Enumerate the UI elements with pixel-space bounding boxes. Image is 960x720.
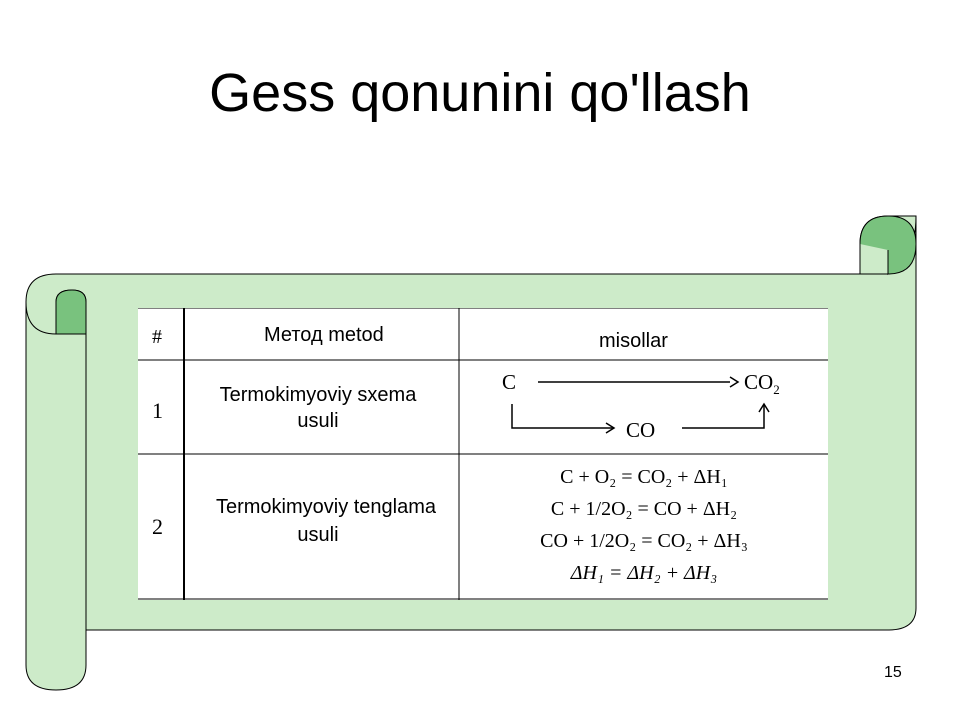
row2-method-line2: usuli <box>297 524 339 546</box>
row2-number: 2 <box>152 514 163 539</box>
equations-block: C + O₂ = CO₂ + ΔH₁ C + 1/2O₂ = CO + ΔH₂ … <box>460 460 828 596</box>
slide-title: Gess qonunini qo'llash <box>209 63 751 123</box>
page-number: 15 <box>884 664 902 681</box>
equation-3: CO + 1/2O₂ = CO₂ + ΔH₃ <box>540 530 748 552</box>
table-grid <box>138 308 828 600</box>
method-table: # Метод metod misollar 1 Termokimyoviy s… <box>138 308 828 600</box>
scheme-middle: CO <box>626 418 656 442</box>
header-method: Метод metod <box>264 324 384 346</box>
equation-1: C + O₂ = CO₂ + ΔH₁ <box>560 466 728 488</box>
scroll-right-curl-inner <box>859 215 917 275</box>
row2-method-line1: Termokimyoviy tenglama <box>215 496 437 518</box>
equation-4: ΔH₁ = ΔH₂ + ΔH₃ <box>570 562 718 584</box>
equation-2: C + 1/2O₂ = CO + ΔH₂ <box>550 498 738 520</box>
row1-number: 1 <box>152 398 163 423</box>
scheme-start: C <box>502 370 517 394</box>
thermo-scheme-arrows <box>511 376 770 434</box>
header-examples: misollar <box>599 330 668 352</box>
scroll-left-curl <box>55 289 87 335</box>
row1-method-line1: Termokimyoviy sxema <box>219 384 417 406</box>
header-number: # <box>152 326 162 348</box>
scheme-end: CO2 <box>744 370 780 398</box>
row1-method-line2: usuli <box>297 410 339 432</box>
